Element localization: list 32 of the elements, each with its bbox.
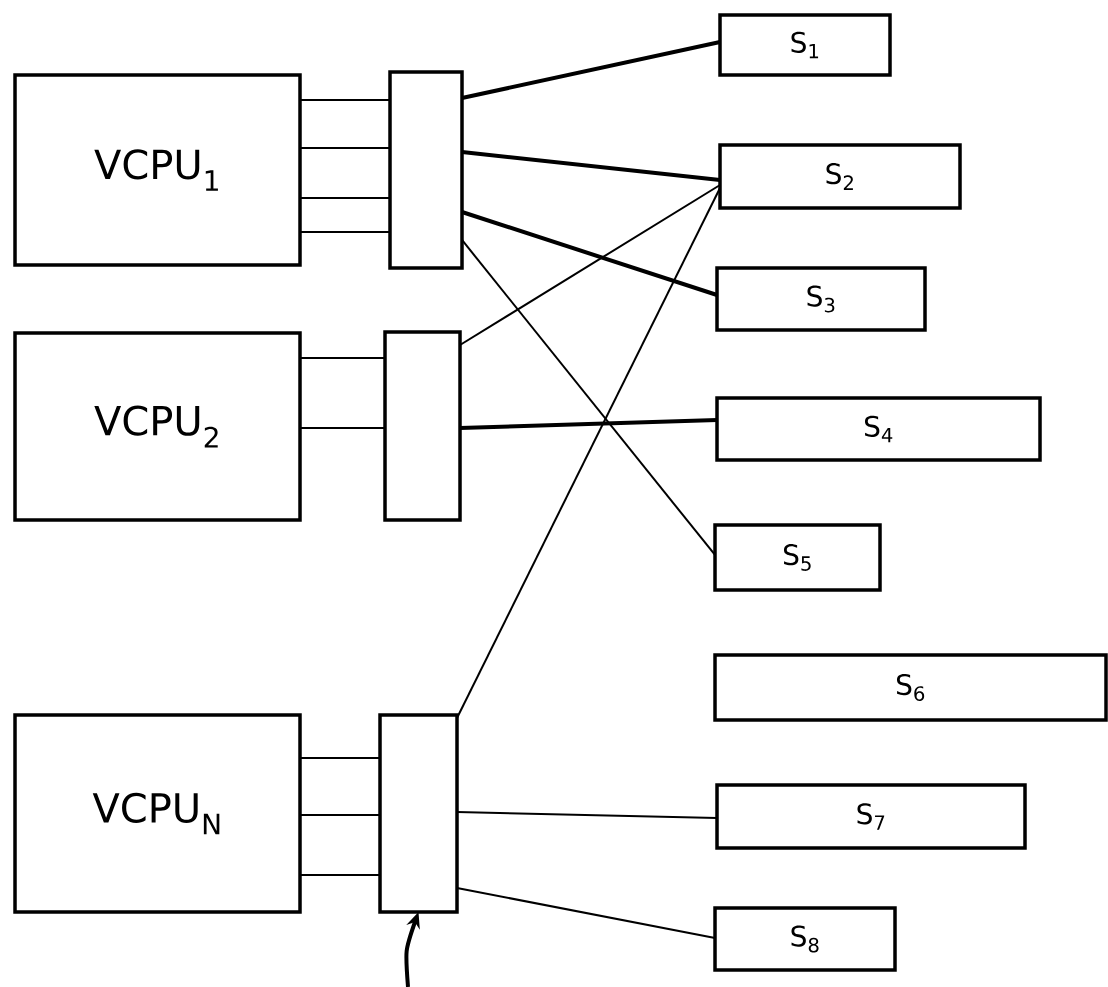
connector-box [388, 70, 464, 270]
connector-line [459, 418, 718, 430]
labeled-box: S$_{5}$ [713, 523, 882, 592]
labeled-box: S$_{3}$ [715, 266, 927, 332]
connector-line [299, 757, 381, 759]
connector-line [456, 187, 721, 719]
vcpu-box: VCPU$_{2}$ [13, 331, 302, 522]
labeled-box: S$_{1}$ [718, 13, 892, 77]
connector-line [299, 357, 386, 359]
connector-line [299, 814, 381, 816]
connector-line [299, 874, 381, 876]
connector-line [461, 239, 716, 556]
vcpu-box: VCPU$_{N}$ [13, 713, 302, 914]
connector-box [383, 330, 462, 522]
connector-line [299, 197, 391, 199]
connector-line [461, 40, 721, 100]
connector-line [461, 150, 721, 182]
labeled-box: S$_{8}$ [713, 906, 897, 972]
labeled-box: S$_{6}$ [713, 653, 1108, 722]
labeled-box: S$_{2}$ [718, 143, 962, 210]
connector-line [299, 231, 391, 233]
labeled-box: S$_{4}$ [715, 396, 1042, 462]
connector-line [456, 887, 716, 939]
connector-line [461, 210, 718, 297]
vcpu-box: VCPU$_{1}$ [13, 73, 302, 267]
labeled-box: S$_{7}$ [715, 783, 1027, 850]
connector-line [299, 99, 391, 101]
connector-line [299, 427, 386, 429]
connector-line [459, 184, 721, 346]
connector-line [456, 811, 718, 819]
connector-line [299, 147, 391, 149]
connector-box [378, 713, 459, 914]
